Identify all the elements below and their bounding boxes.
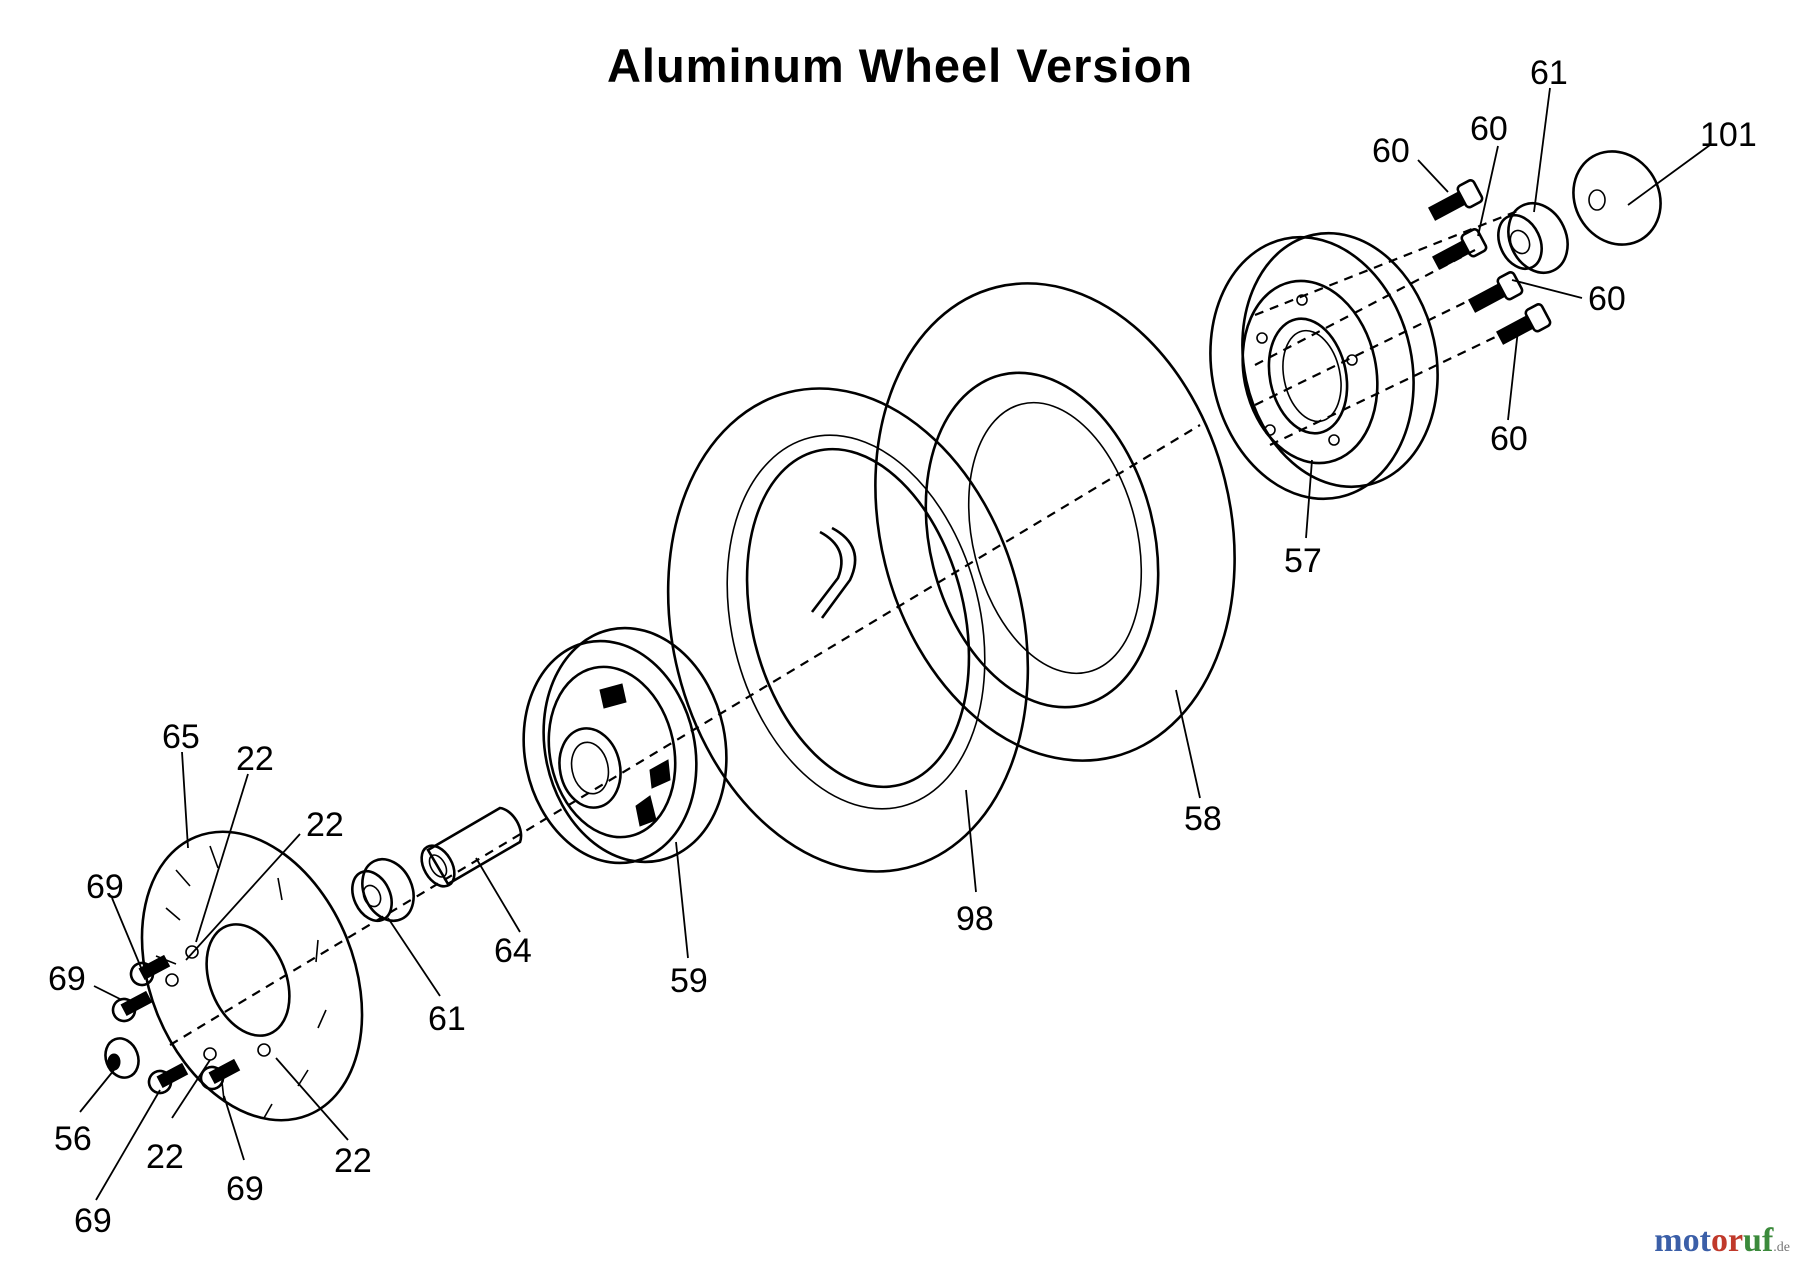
callout-labels: 60 60 61 101 60 60 57 58 98 59 64 61 65 … — [48, 54, 1757, 1240]
label-69-d: 69 — [74, 1202, 112, 1240]
diagram-title: Aluminum Wheel Version — [606, 39, 1194, 92]
label-60-a: 60 — [1372, 132, 1410, 170]
label-60-d: 60 — [1490, 420, 1528, 458]
label-69-a: 69 — [86, 868, 124, 906]
label-69-c: 69 — [226, 1170, 264, 1208]
bearing-61-bottom — [351, 857, 415, 923]
label-60-b: 60 — [1470, 110, 1508, 148]
inner-tube-98 — [666, 387, 1030, 873]
cap-56 — [104, 1037, 140, 1079]
label-22-d: 22 — [334, 1142, 372, 1180]
label-60-c: 60 — [1588, 280, 1626, 318]
label-69-b: 69 — [48, 960, 86, 998]
label-22-b: 22 — [306, 806, 344, 844]
label-64: 64 — [494, 932, 532, 970]
label-101: 101 — [1700, 116, 1757, 154]
label-57: 57 — [1284, 542, 1322, 580]
screws-69 — [111, 954, 241, 1095]
spacer-64 — [420, 806, 523, 888]
brand-watermark: motoruf.de — [1654, 1222, 1790, 1259]
bearing-61-top — [1497, 201, 1569, 275]
main-axis-line — [169, 424, 1201, 1046]
label-22-a: 22 — [236, 740, 274, 778]
brake-disc-65 — [140, 830, 364, 1122]
label-61-bottom: 61 — [428, 1000, 466, 1038]
washer-101 — [1572, 150, 1662, 246]
bolt-axis-lines — [1254, 208, 1521, 446]
label-59: 59 — [670, 962, 708, 1000]
rim-half-57 — [1209, 231, 1439, 501]
label-58: 58 — [1184, 800, 1222, 838]
leader-lines — [79, 87, 1711, 1201]
label-22-c: 22 — [146, 1138, 184, 1176]
bolts-60 — [1428, 179, 1552, 345]
label-61-top: 61 — [1530, 54, 1568, 92]
label-65: 65 — [162, 718, 200, 756]
rim-half-59 — [522, 626, 728, 865]
tire-58 — [874, 282, 1236, 762]
label-98: 98 — [956, 900, 994, 938]
label-56: 56 — [54, 1120, 92, 1158]
